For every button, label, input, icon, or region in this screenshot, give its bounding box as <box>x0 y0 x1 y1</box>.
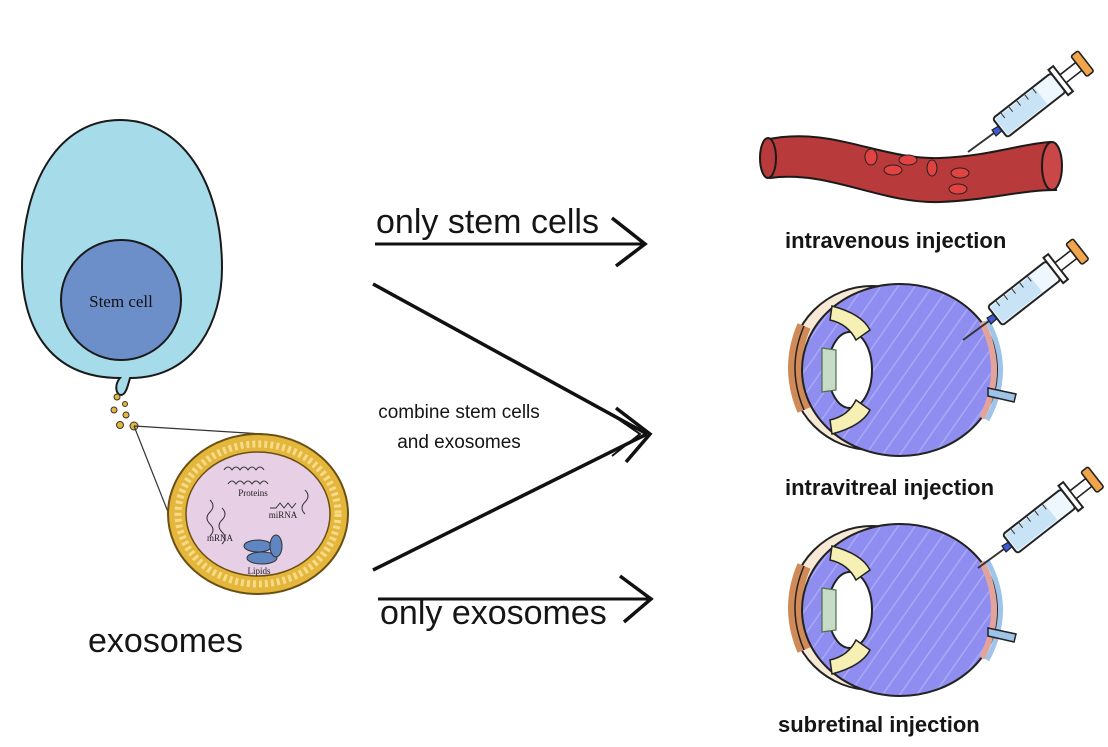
exosome-mrna-label: mRNA <box>207 533 234 543</box>
arrow-combine <box>372 282 653 572</box>
label-subretinal-injection: subretinal injection <box>778 712 980 737</box>
stem-cell-nucleus <box>60 239 182 361</box>
label-intravitreal-injection: intravitreal injection <box>785 475 995 500</box>
label-combine: combine stem cells and exosomes <box>345 398 573 458</box>
arrow-only-exosomes <box>378 574 654 624</box>
eye-subretinal <box>790 524 1016 696</box>
budding-vesicles <box>110 393 139 431</box>
exosome-lipids-label: Lipids <box>247 566 270 576</box>
label-intravenous-injection: intravenous injection <box>785 228 1007 253</box>
exosome-detail <box>167 433 349 595</box>
syringe-subretinal-icon <box>977 463 1107 569</box>
zoom-line-top <box>133 425 264 435</box>
syringe-intravenous-icon <box>967 47 1097 153</box>
stem-cell-label: Stem cell <box>89 292 153 311</box>
eye-intravitreal <box>790 284 1016 456</box>
label-only-exosomes: only exosomes <box>380 594 607 632</box>
label-combine-line1: combine stem cells <box>378 402 540 423</box>
label-combine-line2: and exosomes <box>397 432 521 453</box>
red-blood-cells <box>864 148 970 195</box>
label-exosomes: exosomes <box>88 622 243 660</box>
label-only-stem-cells: only stem cells <box>376 203 599 241</box>
exosome-proteins-label: Proteins <box>238 488 268 498</box>
exosome-mirna-label: miRNA <box>269 510 298 520</box>
blood-vessel <box>759 135 1063 204</box>
arrow-only-stem-cells <box>375 216 648 268</box>
